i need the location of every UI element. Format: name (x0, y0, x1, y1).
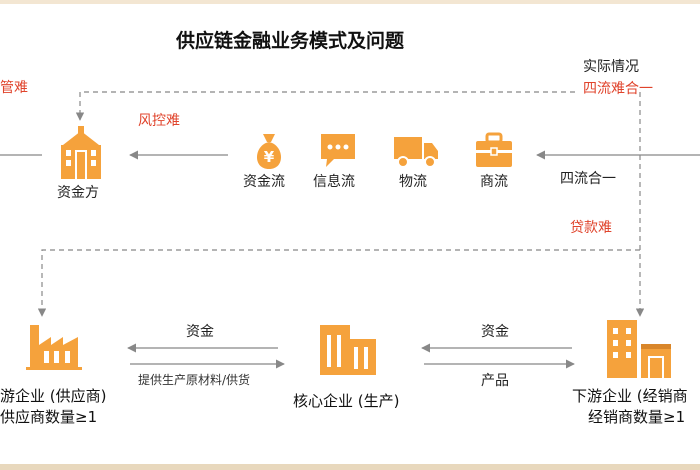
four-flows-hard-note: 四流难合一 (583, 81, 653, 97)
briefcase-icon (474, 131, 514, 175)
link-products-to-downstream: 产品 (481, 373, 509, 389)
flow-label-info: 信息流 (313, 174, 355, 190)
loan-hard-note: 贷款难 (570, 220, 612, 236)
actual-situation-label: 实际情况 (583, 59, 639, 75)
chat-bubble-icon (318, 131, 358, 175)
downstream-name: 下游企业 (经销商 (572, 387, 688, 405)
core-name: 核心企业 (生产) (293, 392, 400, 410)
flow-label-commerce: 商流 (480, 174, 508, 190)
office-buildings-icon (316, 321, 380, 381)
factory-icon (26, 321, 82, 375)
svg-text:¥: ¥ (264, 148, 275, 166)
top-border (0, 0, 700, 4)
downstream-count: 经销商数量≥1 (588, 408, 686, 426)
flow-label-logistics: 物流 (399, 174, 427, 190)
truck-icon (393, 131, 439, 175)
upstream-count: 供应商数量≥1 (0, 408, 98, 426)
manage-hard-note: 管难 (0, 80, 28, 96)
dashed-situation-to-funder (75, 91, 575, 121)
money-bag-icon: ¥ (250, 131, 288, 175)
funder-label: 资金方 (57, 185, 99, 201)
risk-control-hard-note: 风控难 (138, 113, 180, 129)
upstream-name: 游企业 (供应商) (0, 387, 107, 405)
four-flows-merge-label: 四流合一 (560, 171, 616, 187)
flow-label-funds: 资金流 (243, 174, 285, 190)
link-funds-to-upstream: 资金 (186, 324, 214, 340)
diagram-title: 供应链金融业务模式及问题 (176, 30, 405, 52)
bottom-border (0, 464, 700, 470)
store-building-icon (603, 316, 673, 384)
dashed-loan-to-upstream (37, 249, 640, 317)
link-funds-from-downstream: 资金 (481, 324, 509, 340)
link-upstream-supply: 提供生产原材料/供货 (138, 373, 251, 387)
building-icon (58, 125, 104, 185)
